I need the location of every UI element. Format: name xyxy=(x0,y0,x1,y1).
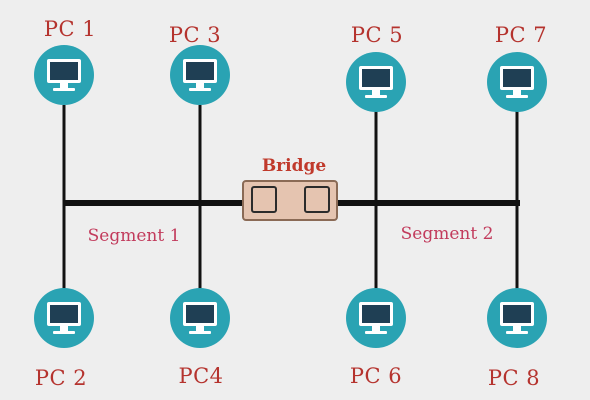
segment-2-label: Segment 2 xyxy=(401,224,494,244)
pc2-node xyxy=(34,288,94,348)
pc5-node xyxy=(346,52,406,112)
pc6-label: PC 6 xyxy=(350,364,402,388)
bridge-label: Bridge xyxy=(262,156,327,176)
pc4-node xyxy=(170,288,230,348)
pc2-label: PC 2 xyxy=(35,366,87,390)
pc3-label: PC 3 xyxy=(169,23,221,47)
segment-1-label: Segment 1 xyxy=(88,226,181,246)
pc6-node xyxy=(346,288,406,348)
pc1-label: PC 1 xyxy=(44,17,96,41)
pc7-label: PC 7 xyxy=(495,23,547,47)
pc8-label: PC 8 xyxy=(488,366,540,390)
bridge xyxy=(242,180,338,221)
pc8-node xyxy=(487,288,547,348)
pc5-label: PC 5 xyxy=(351,23,403,47)
pc3-node xyxy=(170,45,230,105)
pc1-node xyxy=(34,45,94,105)
pc7-node xyxy=(487,52,547,112)
pc4-label: PC4 xyxy=(178,364,223,388)
